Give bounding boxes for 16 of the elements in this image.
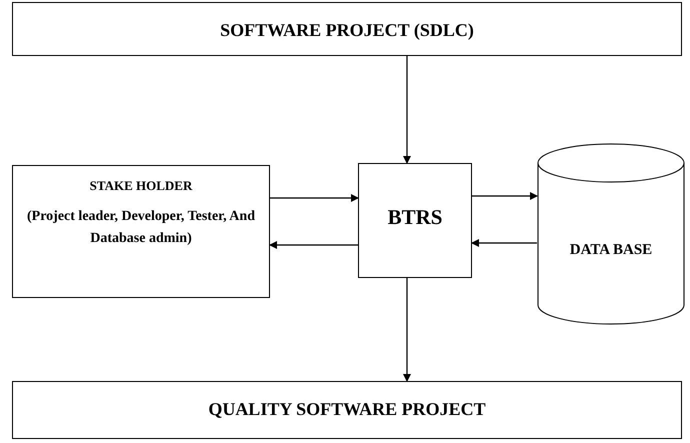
arrow xyxy=(471,239,537,247)
process-box xyxy=(358,163,472,278)
stakeholder-box xyxy=(12,165,270,298)
node-label: SOFTWARE PROJECT (SDLC) xyxy=(220,19,474,42)
arrow xyxy=(270,194,359,202)
node-label: DATA BASE xyxy=(570,241,652,260)
arrow xyxy=(403,56,411,164)
box-description: (Project leader, Developer, Tester, And Database admin) xyxy=(26,208,256,248)
arrow xyxy=(403,278,411,382)
node-label: QUALITY SOFTWARE PROJECT xyxy=(208,398,486,421)
banner-box xyxy=(12,2,682,56)
box-heading: STAKE HOLDER xyxy=(90,177,192,195)
banner-box xyxy=(12,381,682,439)
arrow xyxy=(269,241,358,249)
arrow xyxy=(472,192,538,200)
node-label: BTRS xyxy=(388,204,442,231)
